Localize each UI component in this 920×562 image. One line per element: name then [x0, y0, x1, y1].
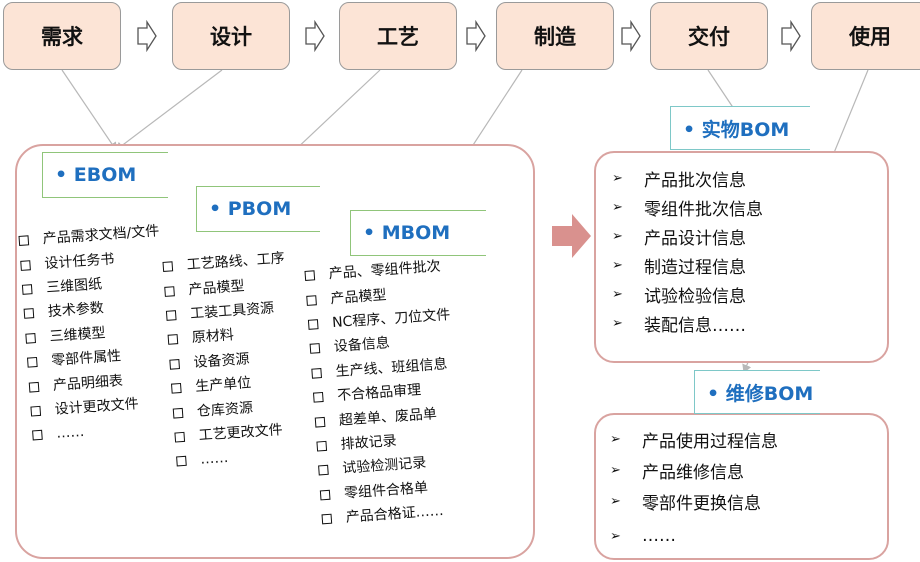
maintenance-bom-panel	[594, 413, 889, 560]
mbom-label: • MBOM	[350, 210, 486, 256]
chevron-right-icon	[137, 20, 157, 52]
square-bullet-icon	[169, 358, 180, 370]
physical-bom-label: • 实物BOM	[670, 106, 810, 150]
physical-bom-list: ➢产品批次信息 ➢零组件批次信息 ➢产品设计信息 ➢制造过程信息 ➢试验检验信息…	[612, 164, 763, 338]
ebom-list: 产品需求文档/文件 设计任务书 三维图纸 技术参数 三维模型 零部件属性 产品明…	[18, 219, 174, 448]
square-bullet-icon	[309, 343, 321, 355]
arrowhead-bullet-icon: ➢	[612, 171, 623, 186]
square-bullet-icon	[162, 261, 174, 273]
list-item: ➢零组件批次信息	[612, 200, 763, 220]
line-design-to-ebom	[115, 69, 223, 151]
stage-demand: 需求	[3, 2, 121, 70]
list-item: ➢制造过程信息	[612, 258, 746, 278]
chevron-right-icon	[781, 20, 801, 52]
list-item: ➢装配信息……	[612, 316, 746, 336]
list-item: ➢产品设计信息	[612, 229, 746, 249]
chevron-right-icon	[621, 20, 641, 52]
pbom-list: 工艺路线、工序 产品模型 工装工具资源 原材料 设备资源 生产单位 仓库资源 工…	[162, 246, 299, 473]
list-item: ➢试验检验信息	[612, 287, 746, 307]
arrowhead-bullet-icon: ➢	[610, 463, 621, 478]
pbom-label: • PBOM	[196, 186, 320, 232]
square-bullet-icon	[314, 416, 326, 428]
square-bullet-icon	[174, 431, 186, 443]
stage-use: 使用	[811, 2, 920, 70]
list-item: ➢产品维修信息	[610, 463, 744, 483]
ebom-label: • EBOM	[42, 152, 168, 198]
square-bullet-icon	[20, 259, 31, 271]
square-bullet-icon	[318, 465, 329, 476]
square-bullet-icon	[164, 285, 175, 297]
square-bullet-icon	[304, 270, 316, 282]
square-bullet-icon	[23, 308, 35, 320]
stage-manufacture: 制造	[496, 2, 614, 70]
square-bullet-icon	[167, 334, 179, 346]
big-right-arrow-icon	[552, 214, 591, 258]
maintenance-bom-label: • 维修BOM	[694, 370, 820, 414]
square-bullet-icon	[21, 284, 33, 295]
mbom-list: 产品、零组件批次 产品模型 NC程序、刀位文件 设备信息 生产线、班组信息 不合…	[304, 254, 465, 532]
line-demand-to-ebom	[61, 69, 117, 151]
square-bullet-icon	[176, 456, 187, 467]
arrowhead-bullet-icon: ➢	[612, 229, 623, 244]
arrowhead-bullet-icon: ➢	[610, 528, 621, 544]
square-bullet-icon	[306, 294, 317, 306]
arrowhead-bullet-icon: ➢	[612, 200, 623, 215]
maintenance-bom-list: ➢产品使用过程信息 ➢产品维修信息 ➢零部件更换信息 ➢……	[610, 424, 778, 555]
square-bullet-icon	[18, 235, 30, 247]
chevron-right-icon	[305, 20, 325, 52]
square-bullet-icon	[171, 383, 182, 394]
square-bullet-icon	[25, 332, 36, 344]
list-item: ➢产品使用过程信息	[610, 432, 778, 452]
arrowhead-bullet-icon: ➢	[612, 258, 623, 273]
stage-design: 设计	[172, 2, 290, 70]
arrowhead-bullet-icon: ➢	[612, 316, 623, 331]
physical-bom-panel	[594, 151, 889, 363]
square-bullet-icon	[27, 357, 38, 368]
square-bullet-icon	[311, 367, 322, 379]
square-bullet-icon	[165, 310, 177, 321]
stage-process: 工艺	[339, 2, 457, 70]
list-item: ➢零部件更换信息	[610, 494, 761, 514]
square-bullet-icon	[319, 489, 331, 501]
arrowhead-bullet-icon: ➢	[610, 432, 621, 447]
square-bullet-icon	[313, 392, 324, 403]
arrowhead-bullet-icon: ➢	[610, 494, 621, 509]
arrowhead-bullet-icon: ➢	[612, 287, 623, 302]
square-bullet-icon	[32, 430, 43, 441]
list-item: ➢产品批次信息	[612, 171, 746, 191]
square-bullet-icon	[172, 407, 184, 419]
square-bullet-icon	[316, 440, 328, 452]
square-bullet-icon	[307, 319, 319, 330]
square-bullet-icon	[28, 381, 40, 393]
chevron-right-icon	[466, 20, 486, 52]
square-bullet-icon	[30, 405, 42, 417]
stage-delivery: 交付	[650, 2, 768, 70]
square-bullet-icon	[321, 513, 333, 525]
list-item: ➢……	[610, 526, 676, 546]
